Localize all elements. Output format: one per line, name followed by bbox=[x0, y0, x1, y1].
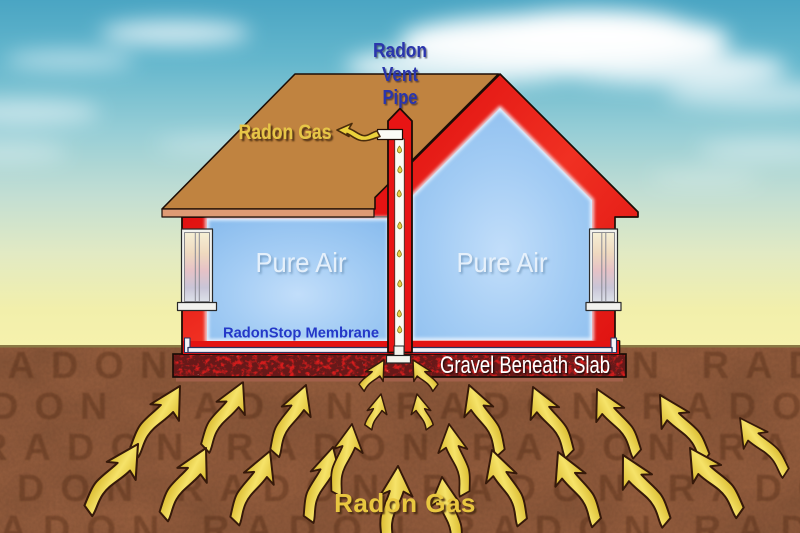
membrane-label: RadonStop Membrane bbox=[223, 325, 379, 342]
radon-droplet bbox=[397, 145, 402, 154]
cloud-main-core bbox=[490, 10, 690, 46]
pure-air-right-label: Pure Air bbox=[457, 247, 548, 278]
cloud-right-low2 bbox=[650, 169, 760, 187]
radon-gas-attic-label: Radon Gas bbox=[239, 121, 332, 144]
cloud-left-faint bbox=[5, 50, 135, 70]
vent-pipe-label-line1: Radon bbox=[373, 40, 427, 62]
cloud-right-low bbox=[698, 139, 800, 161]
labels: Radon Vent Pipe Radon Gas Pure Air Pure … bbox=[223, 40, 548, 518]
pure-air-left-label: Pure Air bbox=[256, 247, 347, 278]
cloud-main-right bbox=[557, 51, 787, 85]
radon-gas-soil-label: Radon Gas bbox=[334, 488, 476, 518]
slab-underband bbox=[176, 377, 623, 382]
gravel-label: Gravel Beneath Slab bbox=[440, 352, 610, 379]
room-right-glow bbox=[410, 106, 594, 342]
window-glass bbox=[592, 232, 615, 302]
window-left bbox=[176, 228, 218, 312]
pipe-outlet bbox=[376, 128, 404, 141]
cloud-right-wisp bbox=[665, 82, 800, 108]
vent-pipe bbox=[376, 107, 413, 354]
radon-droplet bbox=[397, 279, 403, 288]
vent-pipe-label-line3: Pipe bbox=[383, 87, 418, 109]
roof-left-wing bbox=[161, 73, 500, 210]
radon-droplet bbox=[396, 309, 402, 318]
window-sill bbox=[585, 301, 622, 312]
cloud-left-edge bbox=[0, 99, 100, 125]
vent-pipe-label: Radon Vent Pipe bbox=[373, 40, 427, 109]
suction-pit bbox=[356, 345, 441, 434]
membrane-left-wrap bbox=[183, 337, 191, 354]
house bbox=[161, 73, 639, 355]
exhaust-squiggle-arrow bbox=[336, 122, 381, 142]
window-glass bbox=[184, 232, 210, 302]
squiggle-ribbon bbox=[336, 122, 381, 142]
membrane-right-wrap bbox=[610, 337, 618, 354]
radon-droplet bbox=[396, 249, 402, 258]
window-sill bbox=[176, 301, 218, 312]
cloud-left-small bbox=[100, 21, 250, 45]
gravel-speckle-light bbox=[173, 354, 626, 377]
radon-droplet bbox=[397, 325, 403, 334]
radon-droplet bbox=[396, 189, 402, 198]
radon-droplet bbox=[397, 221, 403, 230]
pipe-droplets bbox=[396, 145, 403, 334]
room-left bbox=[207, 218, 389, 341]
window-right bbox=[585, 228, 622, 312]
gravel-slab: Gravel Beneath Slab bbox=[172, 352, 627, 382]
cloud-left-low bbox=[0, 141, 68, 163]
clouds bbox=[0, 10, 800, 187]
pit-plate bbox=[385, 354, 412, 364]
room-right bbox=[412, 108, 592, 340]
roof-fascia bbox=[161, 208, 375, 218]
vent-pipe-label-line2: Vent bbox=[382, 64, 418, 86]
radon-droplet bbox=[397, 165, 403, 174]
